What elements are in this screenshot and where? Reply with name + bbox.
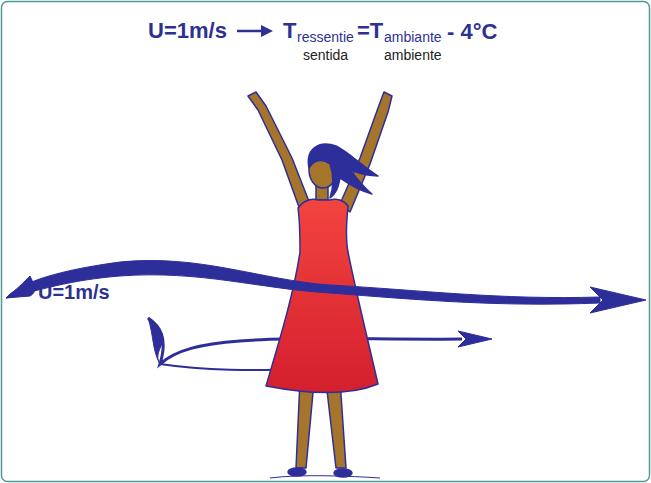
wind-speed: U=1m/s — [148, 20, 227, 42]
arrow-head — [261, 25, 273, 37]
felt-temperature-symbol: T — [283, 20, 296, 42]
arrow-shaft — [237, 30, 265, 33]
ambient-temperature-symbol: =T — [357, 20, 383, 42]
temperature-offset: - 4°C — [447, 21, 497, 43]
translation-label: sentida — [303, 48, 348, 62]
upper-wind-ribbon — [6, 260, 646, 313]
translation-label: ambiente — [384, 48, 442, 62]
subscript-label: ambiante — [384, 30, 442, 44]
implies-arrow — [235, 23, 275, 39]
subscript-label: ressentie — [297, 30, 354, 44]
wind-speed: U=1m/s — [38, 282, 110, 302]
